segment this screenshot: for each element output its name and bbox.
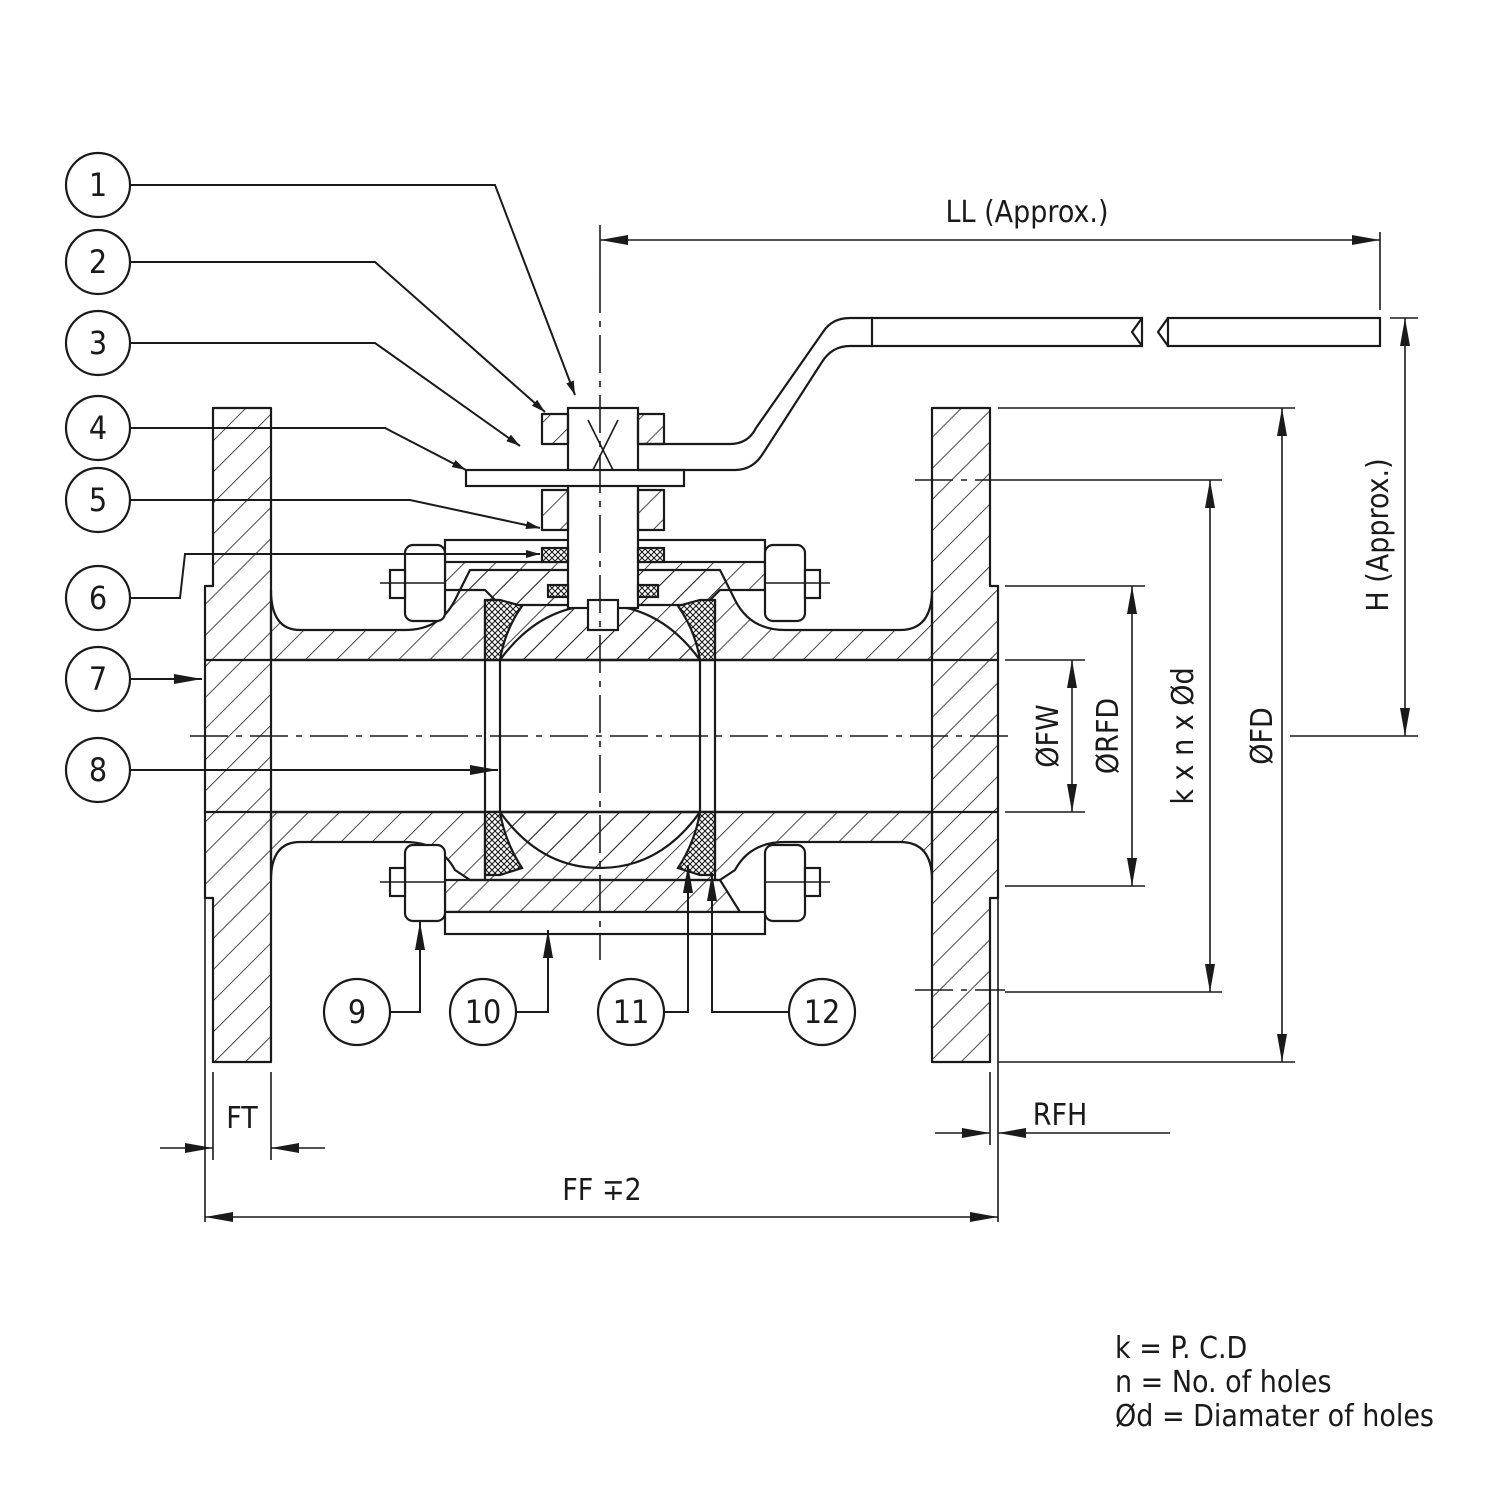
- top-right-bolt: [763, 543, 830, 623]
- svg-text:12: 12: [804, 993, 841, 1031]
- dim-rfd-label: ØRFD: [1091, 698, 1126, 774]
- balloon-9: 9: [322, 977, 392, 1047]
- dim-ff-label: FF ∓2: [562, 1173, 641, 1208]
- handle-lever: [464, 316, 1382, 488]
- dim-ft-label: FT: [226, 1101, 258, 1136]
- seat-right-top: [676, 598, 717, 662]
- balloons: 1 2 3 4 5 6 7 8 9 10 11 12: [64, 151, 857, 1047]
- svg-text:5: 5: [89, 481, 107, 519]
- svg-text:4: 4: [89, 409, 107, 447]
- right-flange: [930, 406, 1000, 1064]
- dim-knd-label: k x n x Ød: [1166, 667, 1201, 804]
- bottom-left-bolt: [380, 843, 447, 923]
- stem-assembly: [540, 406, 666, 632]
- gland-nut-top: [540, 412, 570, 446]
- balloon-10: 10: [448, 977, 518, 1047]
- dim-rfh-label: RFH: [1033, 1098, 1088, 1133]
- dim-h-label: H (Approx.): [1361, 458, 1396, 611]
- stem: [566, 406, 640, 610]
- balloon-6: 6: [64, 564, 132, 632]
- note-n: n = No. of holes: [1115, 1365, 1332, 1400]
- dim-ll-label: LL (Approx.): [946, 195, 1109, 230]
- svg-text:1: 1: [89, 166, 107, 204]
- seat-left-bottom: [483, 810, 524, 877]
- bottom-cap: [380, 843, 830, 936]
- svg-text:6: 6: [89, 579, 107, 617]
- svg-text:10: 10: [465, 993, 502, 1031]
- balloon-8: 8: [64, 736, 132, 804]
- stem-tang: [586, 598, 620, 632]
- balloon-11: 11: [596, 977, 666, 1047]
- balloon-12: 12: [787, 977, 857, 1047]
- svg-text:2: 2: [89, 243, 107, 281]
- bottom-right-bolt: [763, 843, 830, 923]
- dim-fd-label: ØFD: [1245, 707, 1280, 765]
- dim-fw-label: ØFW: [1031, 704, 1066, 767]
- leaders: [130, 184, 790, 1013]
- stem-packing: [540, 546, 570, 564]
- notes: k = P. C.D n = No. of holes Ød = Diamate…: [1115, 1331, 1434, 1434]
- stop-plate: [464, 468, 686, 488]
- balloon-7: 7: [64, 645, 132, 713]
- note-d: Ød = Diamater of holes: [1115, 1399, 1434, 1434]
- dimensions: LL (Approx.) H (Approx.) ØFW ØRFD k x n …: [160, 195, 1418, 1222]
- balloon-3: 3: [64, 309, 132, 377]
- note-k: k = P. C.D: [1115, 1331, 1247, 1366]
- balloon-2: 2: [64, 228, 132, 296]
- gland-nut-lower: [540, 488, 570, 532]
- svg-text:11: 11: [613, 993, 650, 1031]
- svg-text:3: 3: [89, 324, 107, 362]
- balloon-5: 5: [64, 466, 132, 534]
- svg-text:7: 7: [89, 660, 107, 698]
- svg-text:8: 8: [89, 751, 107, 789]
- svg-text:9: 9: [348, 993, 366, 1031]
- thrust-washer: [546, 583, 570, 599]
- handle-grip: [870, 316, 1144, 348]
- balloon-1: 1: [64, 151, 132, 219]
- left-flange: [203, 406, 273, 1064]
- top-left-bolt: [380, 543, 447, 623]
- balloon-4: 4: [64, 394, 132, 462]
- seat-left-top: [483, 598, 524, 662]
- center-lines: [190, 275, 1010, 991]
